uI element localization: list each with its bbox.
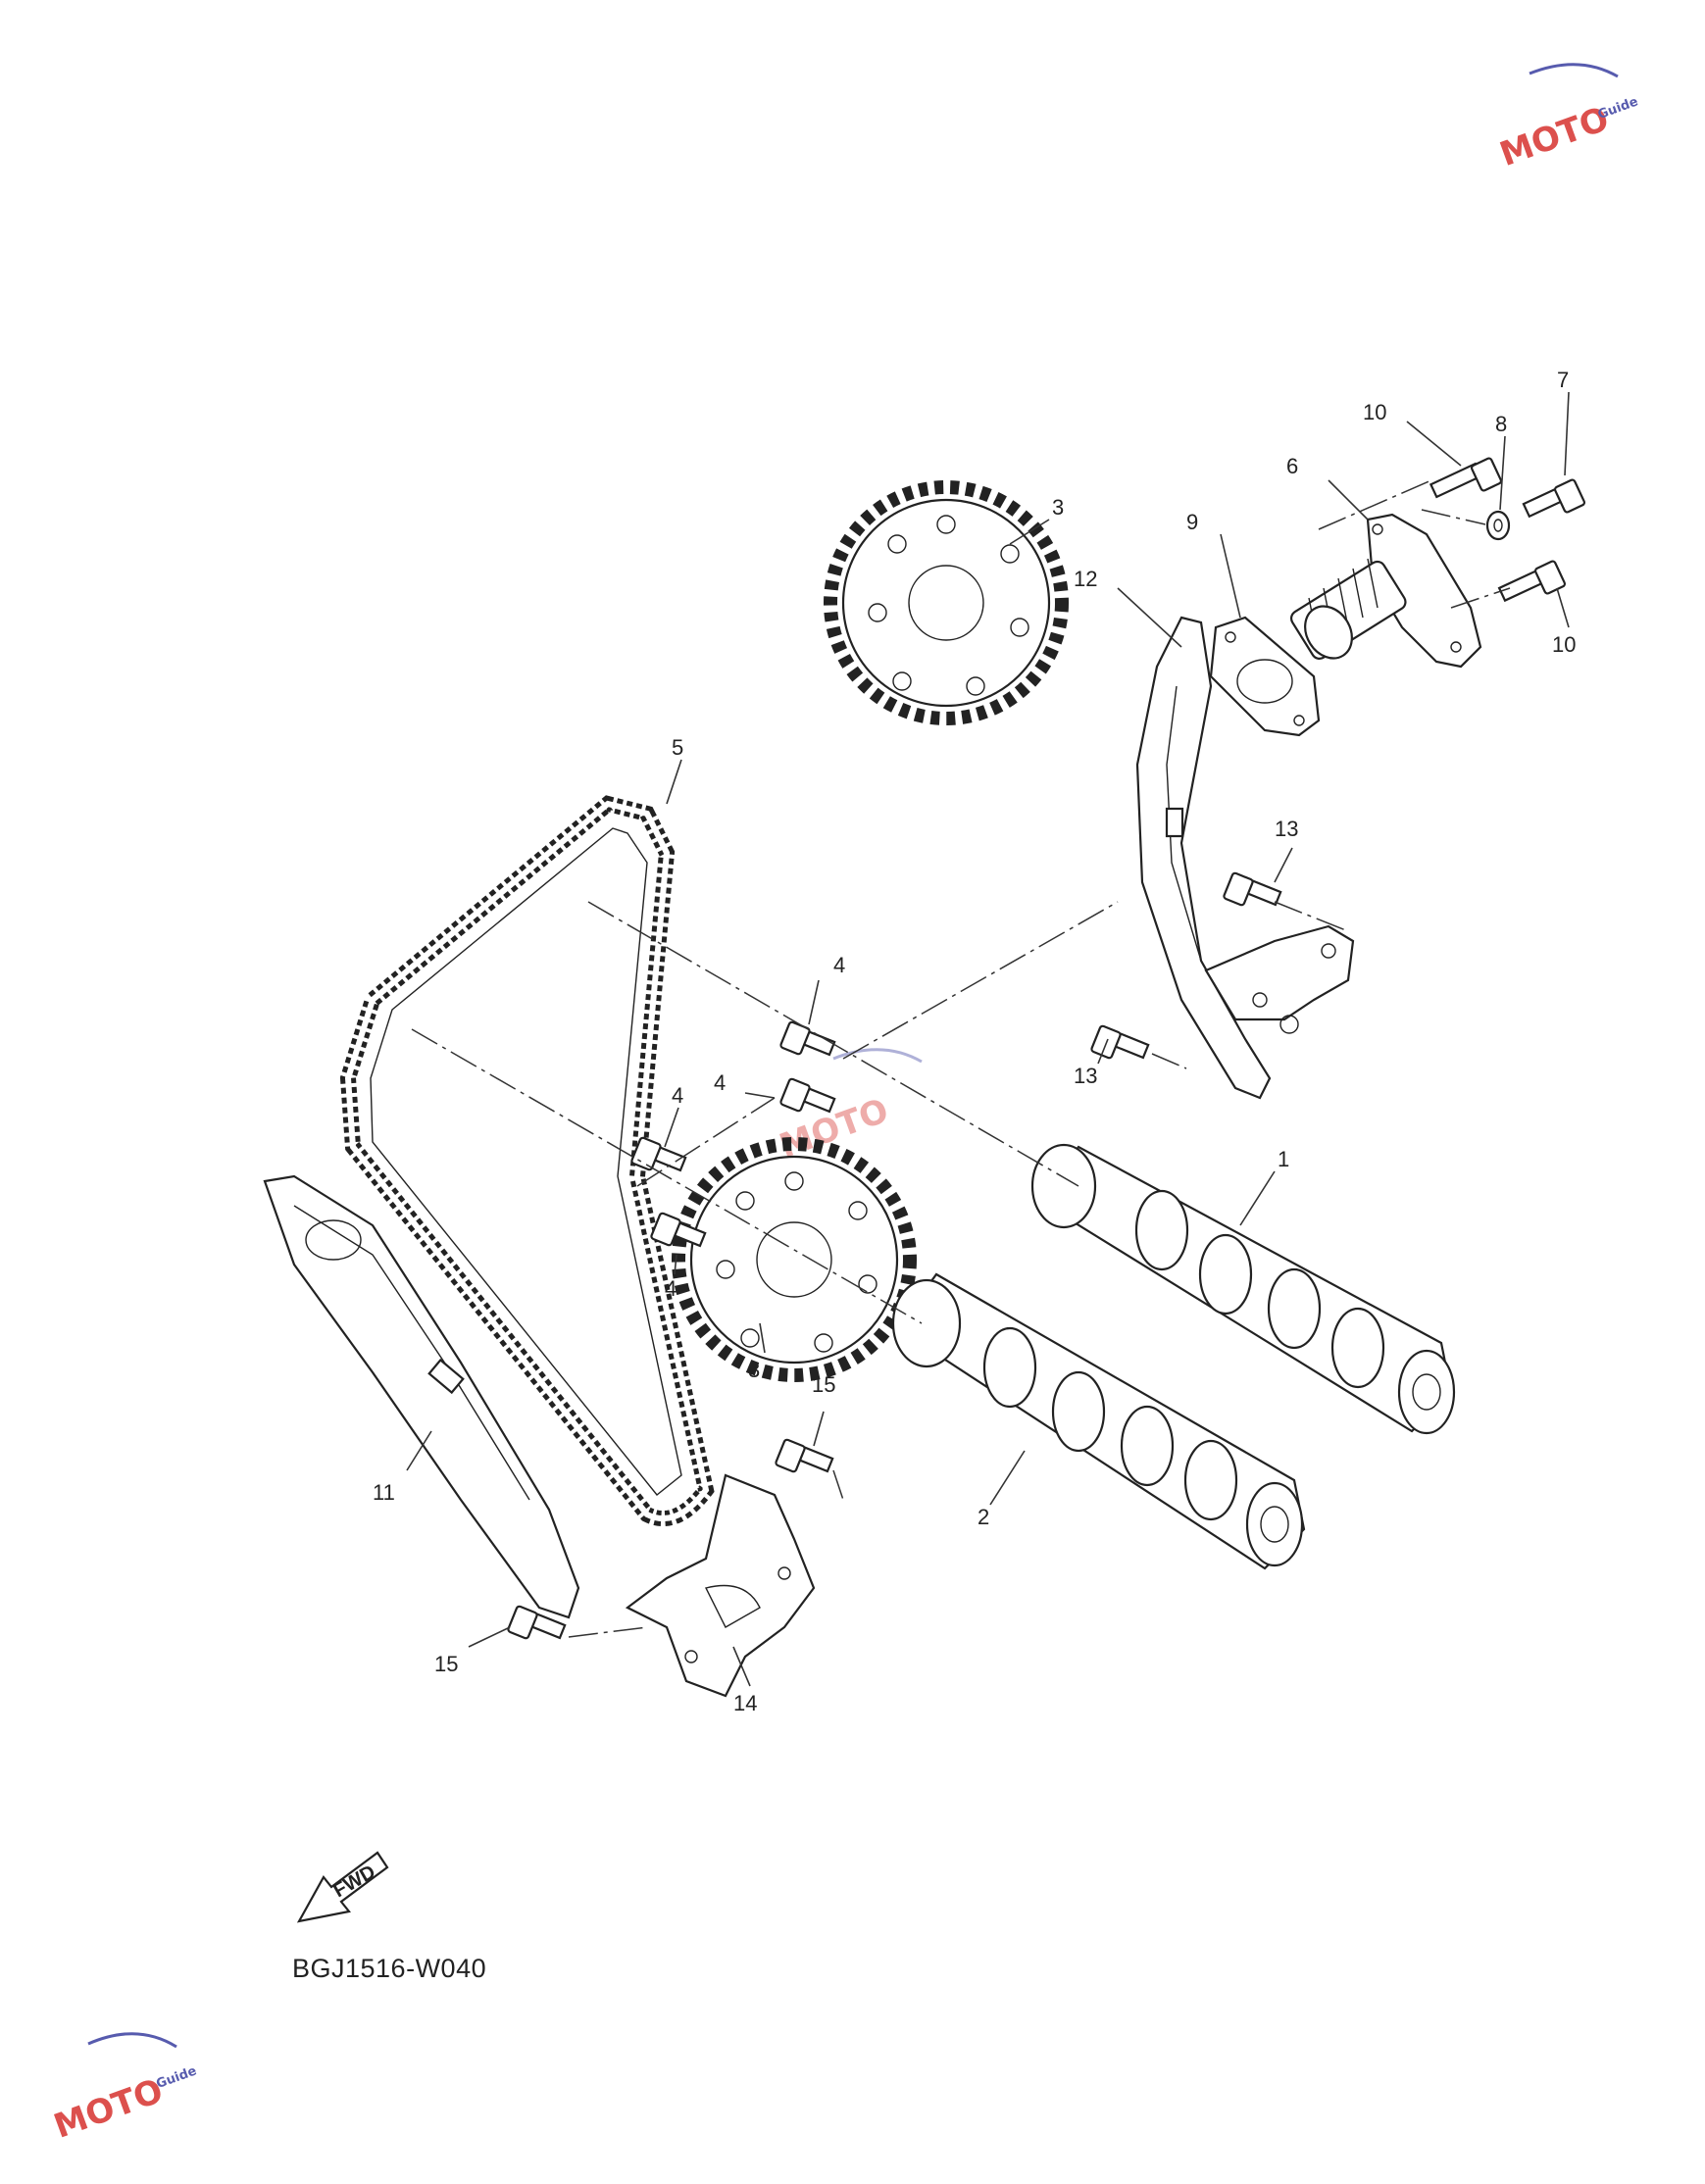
fwd-label: FWD xyxy=(329,1861,378,1903)
callout-13-upper: 13 xyxy=(1275,817,1298,841)
tensioner-gasket xyxy=(1209,616,1321,737)
callout-9: 9 xyxy=(1186,510,1198,534)
callout-2: 2 xyxy=(978,1505,989,1529)
callout-15-upper: 15 xyxy=(812,1372,835,1397)
camshaft-exhaust xyxy=(1030,1143,1456,1435)
chain-tensioner-guide xyxy=(1135,616,1355,1100)
cam-sprocket-lower xyxy=(672,1137,917,1382)
timing-chain xyxy=(339,795,715,1526)
camshaft-intake xyxy=(891,1272,1306,1570)
cam-chain-tensioner xyxy=(1289,513,1482,669)
callout-3-upper: 3 xyxy=(1052,495,1064,520)
leader-lines xyxy=(406,391,1570,1687)
assembly-lines xyxy=(411,479,1511,1638)
bolt-7 xyxy=(1522,478,1585,519)
callouts: 1 2 3 3 4 4 4 4 5 6 7 8 9 10 10 11 12 13… xyxy=(373,368,1576,1715)
callout-4-b: 4 xyxy=(714,1070,726,1095)
diagram-code: BGJ1516-W040 xyxy=(292,1954,487,1983)
callout-4-d: 4 xyxy=(665,1276,677,1301)
callout-13-lower: 13 xyxy=(1074,1064,1097,1088)
bolt-10-lower xyxy=(1497,560,1566,603)
callout-4-c: 4 xyxy=(672,1083,683,1108)
moto-watermark-top-right: MOTO Guide xyxy=(1495,63,1640,174)
callout-4-a: 4 xyxy=(833,953,845,977)
callout-11: 11 xyxy=(373,1480,395,1505)
callout-1: 1 xyxy=(1278,1147,1289,1171)
tensioner-bolts xyxy=(1429,457,1585,603)
watermark-subtext: Guide xyxy=(1596,94,1640,123)
callout-10-upper: 10 xyxy=(1363,400,1386,424)
sprocket-bolts xyxy=(630,1020,836,1248)
guide-bolts xyxy=(507,871,1282,1640)
callout-6: 6 xyxy=(1286,454,1298,478)
callout-14: 14 xyxy=(733,1691,757,1715)
watermark-text: MOTO xyxy=(49,2071,169,2147)
moto-watermark-bottom-left: MOTO Guide xyxy=(49,2032,199,2147)
chain-guide-left xyxy=(263,1174,580,1619)
callout-3-lower: 3 xyxy=(748,1358,760,1382)
callout-12: 12 xyxy=(1074,567,1097,591)
callout-10-lower: 10 xyxy=(1552,632,1576,657)
bolt-10-upper xyxy=(1429,457,1502,499)
cam-sprocket-upper xyxy=(824,480,1069,725)
callout-15-lower: 15 xyxy=(434,1652,458,1676)
callout-5: 5 xyxy=(672,735,683,760)
callout-7: 7 xyxy=(1557,368,1569,392)
fwd-arrow-icon: FWD xyxy=(296,1851,389,1923)
washer-8 xyxy=(1485,510,1511,541)
callout-8: 8 xyxy=(1495,412,1507,436)
watermark-subtext: Guide xyxy=(155,2063,199,2092)
chain-guide-bottom xyxy=(625,1473,816,1698)
